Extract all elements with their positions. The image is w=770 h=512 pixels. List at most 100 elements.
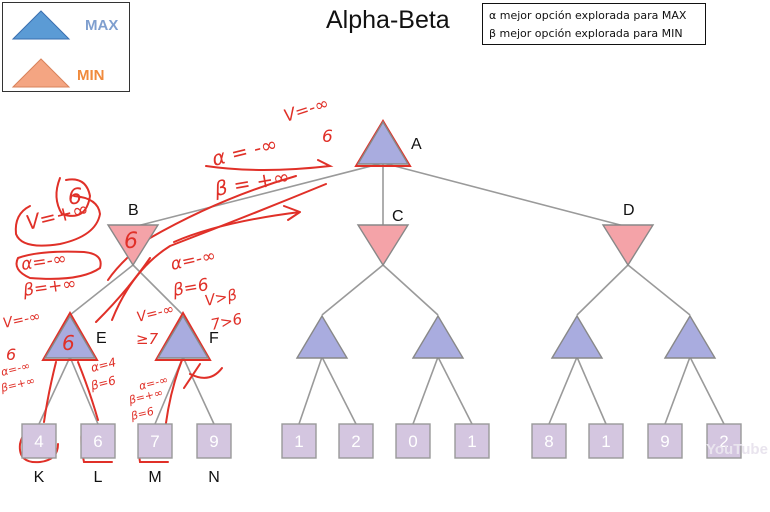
leaf-node-8 [531, 423, 567, 459]
annotation-f-alpha: α=-∞ [169, 246, 218, 275]
leaf-value-10: 9 [660, 432, 669, 451]
annotation-b-v-circle [14, 195, 102, 247]
annotation-m-beta-updated: β=6 [129, 405, 156, 423]
annotation-e-outline [41, 310, 99, 361]
annotation-e-alpha-updated: α=4 [89, 355, 117, 375]
max-node-3 [411, 314, 465, 359]
annotation-e-value: V=-∞ [2, 308, 43, 332]
annotation-texts: V=-∞ 6 α = -∞ β = +∞ 6 V=+∞ α=-∞ β=+∞ 6 … [0, 93, 333, 423]
legend-max-label: MAX [85, 17, 119, 34]
leaf-node-11 [706, 423, 742, 459]
legend: MAX MIN [2, 2, 130, 92]
annotation-b-node-value: 6 [124, 229, 138, 254]
node-label-max-0: E [96, 330, 107, 347]
annotation-a-value-updated: 6 [322, 127, 333, 147]
alpha-definition: α mejor opción explorada para MAX [489, 9, 687, 22]
leaf-label-0: K [34, 469, 45, 486]
min-node-0 [106, 224, 160, 267]
leaf-node-0 [21, 423, 57, 459]
leaf-value-5: 2 [351, 432, 360, 451]
edge-min-to-max-0 [69, 264, 134, 316]
annotation-arrow-e-to-k [43, 361, 57, 423]
leaf-value-8: 8 [544, 432, 553, 451]
annotation-arrow-up [173, 205, 301, 243]
node-label-min-2: D [623, 202, 635, 219]
annotation-arrow-b-e-down [95, 257, 151, 323]
annotation-arrow-top [205, 159, 334, 171]
max-node-2 [295, 314, 349, 359]
annotation-b-alpha-circle [15, 250, 102, 280]
max-node-a [356, 120, 410, 165]
legend-shapes [11, 10, 71, 88]
max-node-5 [663, 314, 717, 359]
leaf-node-2 [137, 423, 173, 459]
annotation-f-value: V=-∞ [135, 301, 176, 326]
leaf-label-3: N [208, 469, 220, 486]
annotation-b-value-updated: 6 [68, 185, 82, 210]
beta-definition: β mejor opción explorada para MIN [489, 27, 683, 40]
edge-min-to-max-5 [627, 264, 691, 316]
leaf-node-7 [454, 423, 490, 459]
annotation-f-value-min: ≥7 [136, 330, 159, 348]
tree-edges [38, 162, 725, 425]
annotation-arrow-e-to-l [77, 361, 99, 421]
leaf-label-1: L [94, 469, 103, 486]
leaf-value-3: 9 [209, 432, 218, 451]
edge-max-to-leaf-1 [69, 356, 99, 425]
max-node-1 [156, 314, 210, 359]
edge-min-to-max-4 [576, 264, 629, 316]
leaf-label-2: M [148, 469, 161, 486]
edge-min-to-max-2 [321, 264, 384, 316]
edge-max-to-leaf-0 [38, 356, 71, 425]
edge-a-to-min-0 [132, 162, 384, 228]
annotation-arrow-a-to-b [107, 175, 297, 281]
leaf-node-9 [588, 423, 624, 459]
node-label-min-0: B [128, 202, 139, 219]
edge-a-to-min-2 [382, 162, 629, 228]
youtube-watermark: YouTube [706, 441, 768, 458]
edge-min-to-max-3 [382, 264, 439, 316]
edge-max-to-leaf-9 [576, 356, 607, 425]
leaf-node-3 [196, 423, 232, 459]
annotation-e-node-value: 6 [62, 331, 75, 355]
diagram-title: Alpha-Beta [326, 6, 450, 34]
min-node-2 [601, 224, 655, 267]
annotation-prune-cross [183, 363, 201, 389]
edge-max-to-leaf-10 [664, 356, 691, 425]
annotation-a-beta: β = +∞ [212, 164, 292, 201]
leaf-value-9: 1 [601, 432, 610, 451]
legend-min-label: MIN [77, 67, 105, 84]
leaf-value-0: 4 [34, 432, 43, 451]
leaf-node-6 [395, 423, 431, 459]
annotation-a-value: V=-∞ [281, 93, 331, 126]
edge-max-to-leaf-5 [321, 356, 357, 425]
min-node-1 [356, 224, 410, 267]
edge-max-to-leaf-3 [182, 356, 215, 425]
edge-max-to-leaf-8 [548, 356, 578, 425]
max-node-0 [43, 314, 97, 359]
legend-max-triangle [11, 10, 71, 40]
legend-min-triangle [11, 58, 71, 88]
edge-max-to-leaf-11 [689, 356, 725, 425]
node-label-min-1: C [392, 208, 404, 225]
leaf-node-1 [80, 423, 116, 459]
alpha-beta-key: α mejor opción explorada para MAX β mejo… [482, 3, 706, 45]
leaf-node-5 [338, 423, 374, 459]
leaf-value-6: 0 [408, 432, 417, 451]
edge-max-to-leaf-4 [298, 356, 323, 425]
annotation-b-alpha: α=-∞ [20, 249, 68, 275]
annotation-m-beta: β=+∞ [127, 386, 165, 407]
annotation-e-value-updated: 6 [6, 345, 16, 364]
annotation-f-compare-values: 7>6 [209, 310, 244, 334]
leaf-value-2: 7 [150, 432, 159, 451]
annotation-a-alpha: α = -∞ [209, 131, 279, 170]
leaf-node-4 [281, 423, 317, 459]
max-node-4 [550, 314, 604, 359]
leaf-value-7: 1 [467, 432, 476, 451]
node-label-a: A [411, 136, 422, 153]
annotation-e-beta-updated: β=6 [88, 373, 117, 393]
node-label-max-1: F [209, 330, 219, 347]
